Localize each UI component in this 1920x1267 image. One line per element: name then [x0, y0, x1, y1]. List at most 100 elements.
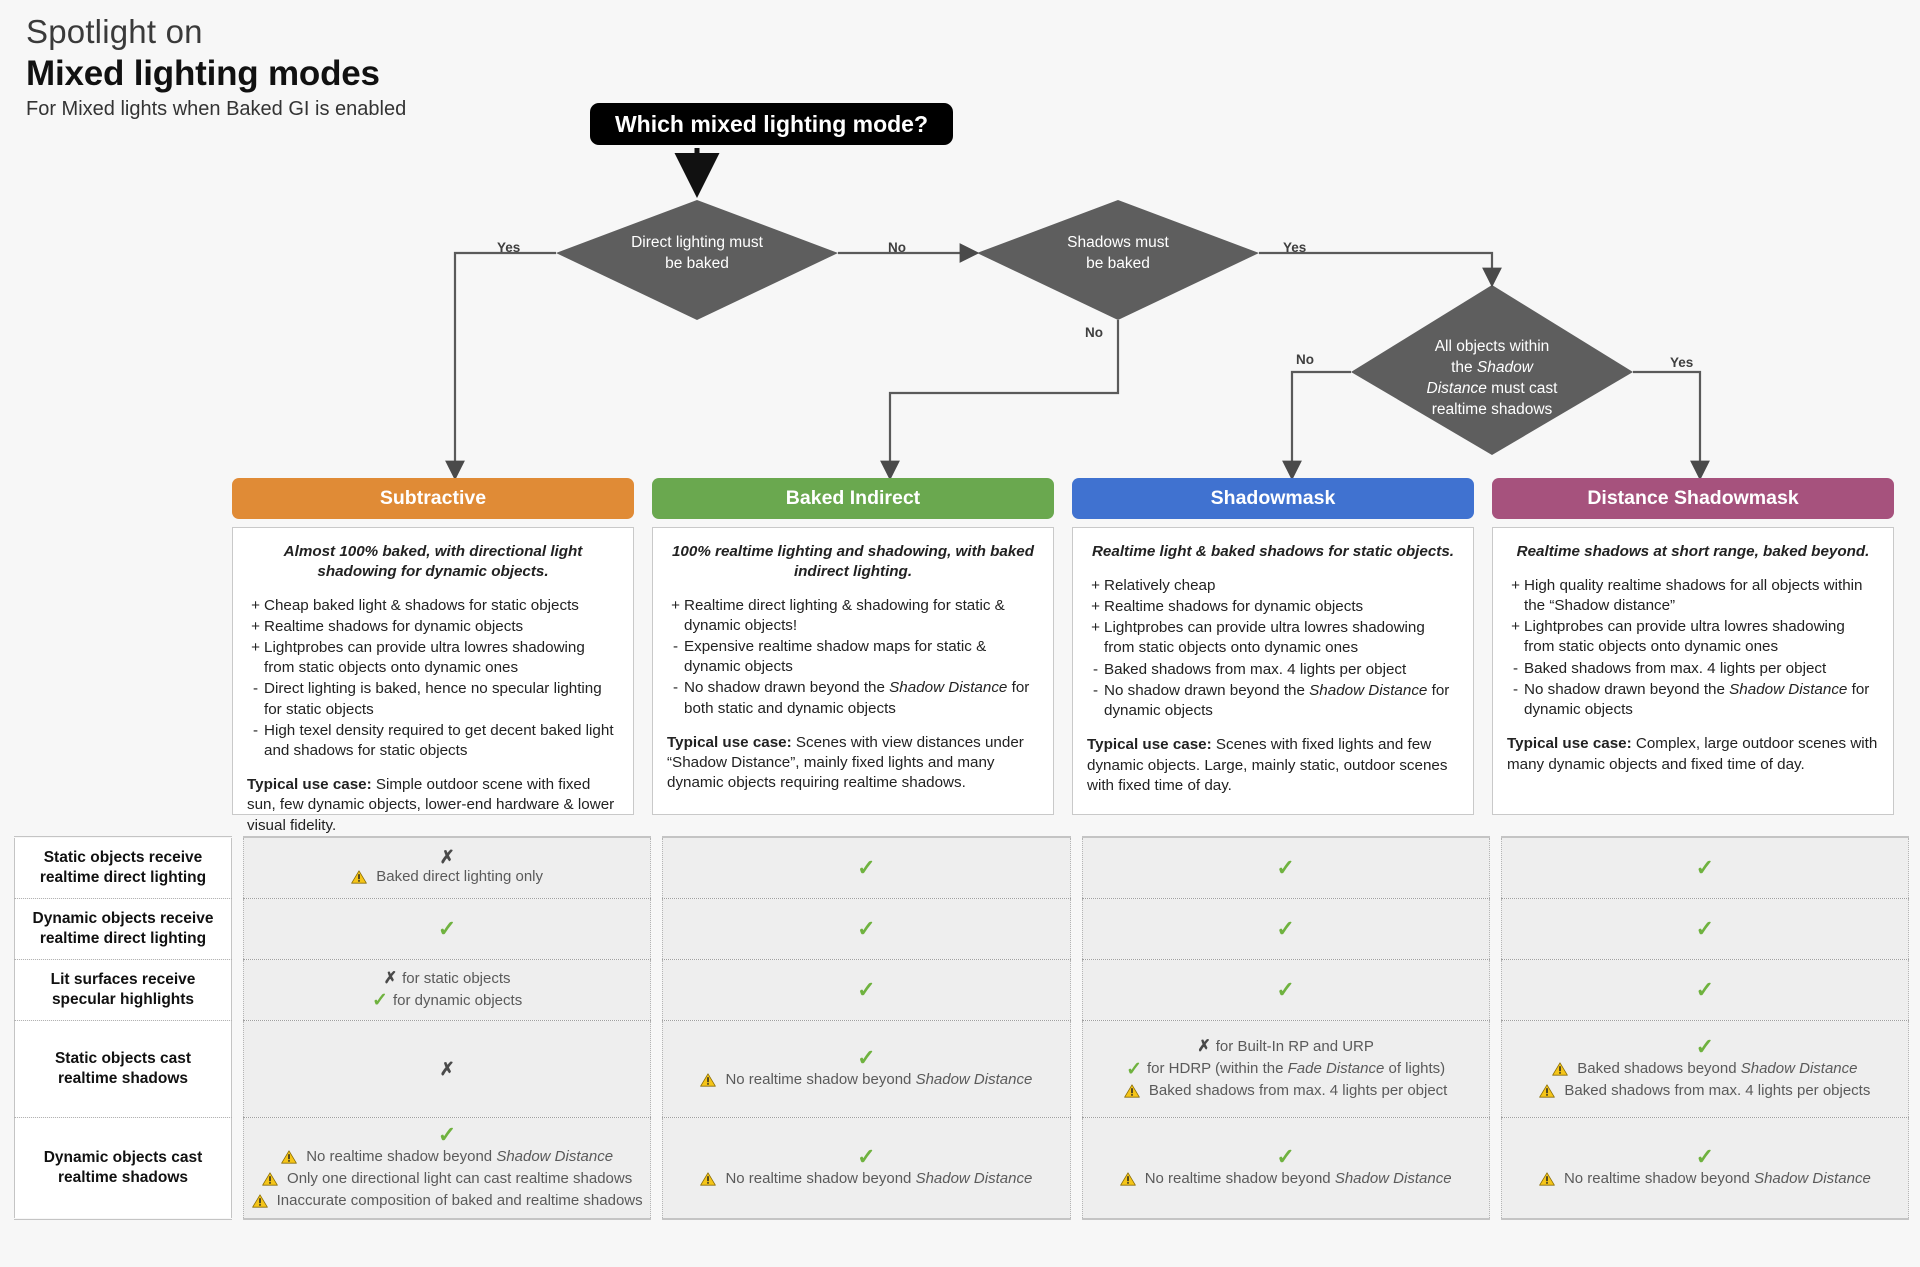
mode-title: Baked Indirect	[785, 487, 921, 509]
bullet-item: -No shadow drawn beyond the Shadow Dista…	[667, 678, 1039, 718]
edge-label-no-1: No	[888, 240, 906, 255]
bullet-item: +High quality realtime shadows for all o…	[1507, 576, 1879, 616]
table-cell: ✓No realtime shadow beyond Shadow Distan…	[1500, 1118, 1909, 1218]
table-cell: ✓	[662, 960, 1071, 1020]
mode-header-subtractive[interactable]: Subtractive	[232, 478, 634, 519]
usecase-text: Scenes with fixed lights and few dynamic…	[1087, 736, 1448, 794]
bullet-sign: -	[672, 679, 679, 697]
table-cell-note-text: No realtime shadow beyond Shadow Distanc…	[306, 1148, 614, 1166]
bullet-sign: -	[1092, 681, 1099, 699]
bullet-item: -High texel density required to get dece…	[247, 721, 619, 761]
table-cell-note: Inaccurate composition of baked and real…	[251, 1190, 643, 1212]
table-row-separator	[14, 959, 1909, 960]
check-icon: ✓	[857, 1045, 876, 1071]
check-icon: ✓	[1695, 916, 1715, 941]
check-icon: ✓	[857, 977, 876, 1002]
bullet-item: +Realtime shadows for dynamic objects	[1087, 597, 1459, 617]
bullet-sign: +	[1511, 576, 1520, 594]
mode-bullets: +Realtime direct lighting & shadowing fo…	[667, 596, 1039, 719]
warning-icon	[1552, 1062, 1569, 1076]
table-cell: ✗Baked direct lighting only	[243, 838, 652, 898]
mode-usecase: Typical use case: Simple outdoor scene w…	[247, 775, 619, 836]
mode-bullets: +High quality realtime shadows for all o…	[1507, 576, 1879, 721]
bullet-text: Direct lighting is baked, hence no specu…	[264, 680, 602, 718]
mode-header-distance-shadowmask[interactable]: Distance Shadowmask	[1492, 478, 1894, 519]
table-cell-note-text: for Built-In RP and URP	[1215, 1038, 1374, 1056]
mode-body: Almost 100% baked, with directional ligh…	[232, 527, 634, 834]
warning-icon	[1119, 1172, 1136, 1186]
root-question-label: Which mixed lighting mode?	[614, 110, 929, 137]
bullet-item: +Lightprobes can provide ultra lowres sh…	[1087, 618, 1459, 658]
table-cell: ✓No realtime shadow beyond Shadow Distan…	[1081, 1118, 1490, 1218]
bullet-item: +Lightprobes can provide ultra lowres sh…	[1507, 617, 1879, 657]
bullet-text: Relatively cheap	[1104, 576, 1216, 594]
bullet-item: +Lightprobes can provide ultra lowres sh…	[247, 638, 619, 678]
cross-icon: ✗	[383, 970, 398, 988]
table-cell-note-text: Baked shadows from max. 4 lights per obj…	[1148, 1081, 1448, 1099]
table-cell-note-text: No realtime shadow beyond Shadow Distanc…	[725, 1170, 1033, 1188]
table-cell-note: Only one directional light can cast real…	[262, 1168, 632, 1190]
bullet-item: -No shadow drawn beyond the Shadow Dista…	[1507, 680, 1879, 720]
page-title: Mixed lighting modes	[26, 53, 380, 93]
table-cell: ✗	[243, 1021, 652, 1117]
table-cell-note: ✓for dynamic objects	[372, 990, 522, 1012]
check-icon: ✓	[857, 855, 876, 880]
decision-flowchart	[445, 148, 1710, 481]
warning-icon	[700, 1172, 717, 1186]
table-cell: ✓	[1081, 838, 1490, 898]
usecase-text: Complex, large outdoor scenes with many …	[1507, 735, 1878, 773]
table-cell: ✓	[1500, 838, 1909, 898]
bullet-text: Realtime shadows for dynamic objects	[1104, 597, 1364, 615]
table-cell-note: Baked shadows from max. 4 lights per obj…	[1124, 1080, 1447, 1102]
table-cell-note: No realtime shadow beyond Shadow Distanc…	[1539, 1168, 1871, 1190]
mode-header-baked-indirect[interactable]: Baked Indirect	[652, 478, 1054, 519]
usecase-label: Typical use case:	[1507, 735, 1632, 753]
table-top-border	[14, 836, 1909, 838]
mode-body: Realtime light & baked shadows for stati…	[1072, 527, 1474, 815]
table-cell-note-text: for dynamic objects	[392, 992, 523, 1009]
bullet-text: No shadow drawn beyond the Shadow Distan…	[684, 679, 1030, 717]
bullet-text: Expensive realtime shadow maps for stati…	[684, 637, 987, 676]
bullet-sign: +	[251, 617, 260, 635]
table-cell-note: ✓for HDRP (within the Fade Distance of l…	[1126, 1058, 1445, 1080]
table-cell-note-text: No realtime shadow beyond Shadow Distanc…	[1563, 1170, 1871, 1188]
table-cell-note: Baked direct lighting only	[351, 866, 543, 888]
bullet-text: Baked shadows from max. 4 lights per obj…	[1104, 660, 1407, 678]
table-cell-note-text: Baked shadows from max. 4 lights per obj…	[1564, 1082, 1871, 1099]
mode-header-shadowmask[interactable]: Shadowmask	[1072, 478, 1474, 519]
mode-tagline: 100% realtime lighting and shadowing, wi…	[671, 543, 1035, 580]
bullet-text: Lightprobes can provide ultra lowres sha…	[1104, 619, 1425, 657]
table-cell-note: No realtime shadow beyond Shadow Distanc…	[700, 1168, 1032, 1190]
warning-icon	[262, 1172, 278, 1186]
table-cell-note: Baked shadows beyond Shadow Distance	[1552, 1058, 1857, 1080]
check-icon: ✓	[857, 916, 876, 941]
edge-label-yes-1: Yes	[497, 240, 521, 255]
table-cell: ✗for Built-In RP and URP✓for HDRP (withi…	[1081, 1021, 1490, 1117]
usecase-label: Typical use case:	[667, 733, 792, 751]
edge-label-no-2: No	[1085, 325, 1103, 340]
table-cell-note: Baked shadows from max. 4 lights per obj…	[1539, 1080, 1870, 1102]
bullet-sign: +	[671, 596, 680, 614]
mode-usecase: Typical use case: Complex, large outdoor…	[1507, 734, 1879, 774]
bullet-sign: +	[1091, 619, 1100, 637]
mode-bullets: +Relatively cheap+Realtime shadows for d…	[1087, 576, 1459, 722]
mode-column-subtractive: Subtractive Almost 100% baked, with dire…	[232, 478, 634, 834]
check-icon: ✓	[857, 1144, 876, 1170]
table-cell-note: No realtime shadow beyond Shadow Distanc…	[700, 1069, 1032, 1091]
bullet-item: +Relatively cheap	[1087, 576, 1459, 596]
table-cell: ✓	[243, 899, 652, 959]
table-cell: ✓No realtime shadow beyond Shadow Distan…	[243, 1118, 652, 1218]
bullet-sign: -	[252, 680, 259, 698]
bullet-sign: -	[1512, 659, 1519, 677]
bullet-item: -Expensive realtime shadow maps for stat…	[667, 637, 1039, 677]
mode-tagline: Almost 100% baked, with directional ligh…	[283, 543, 583, 580]
bullet-sign: -	[1512, 680, 1519, 698]
bullet-sign: +	[1511, 618, 1520, 636]
